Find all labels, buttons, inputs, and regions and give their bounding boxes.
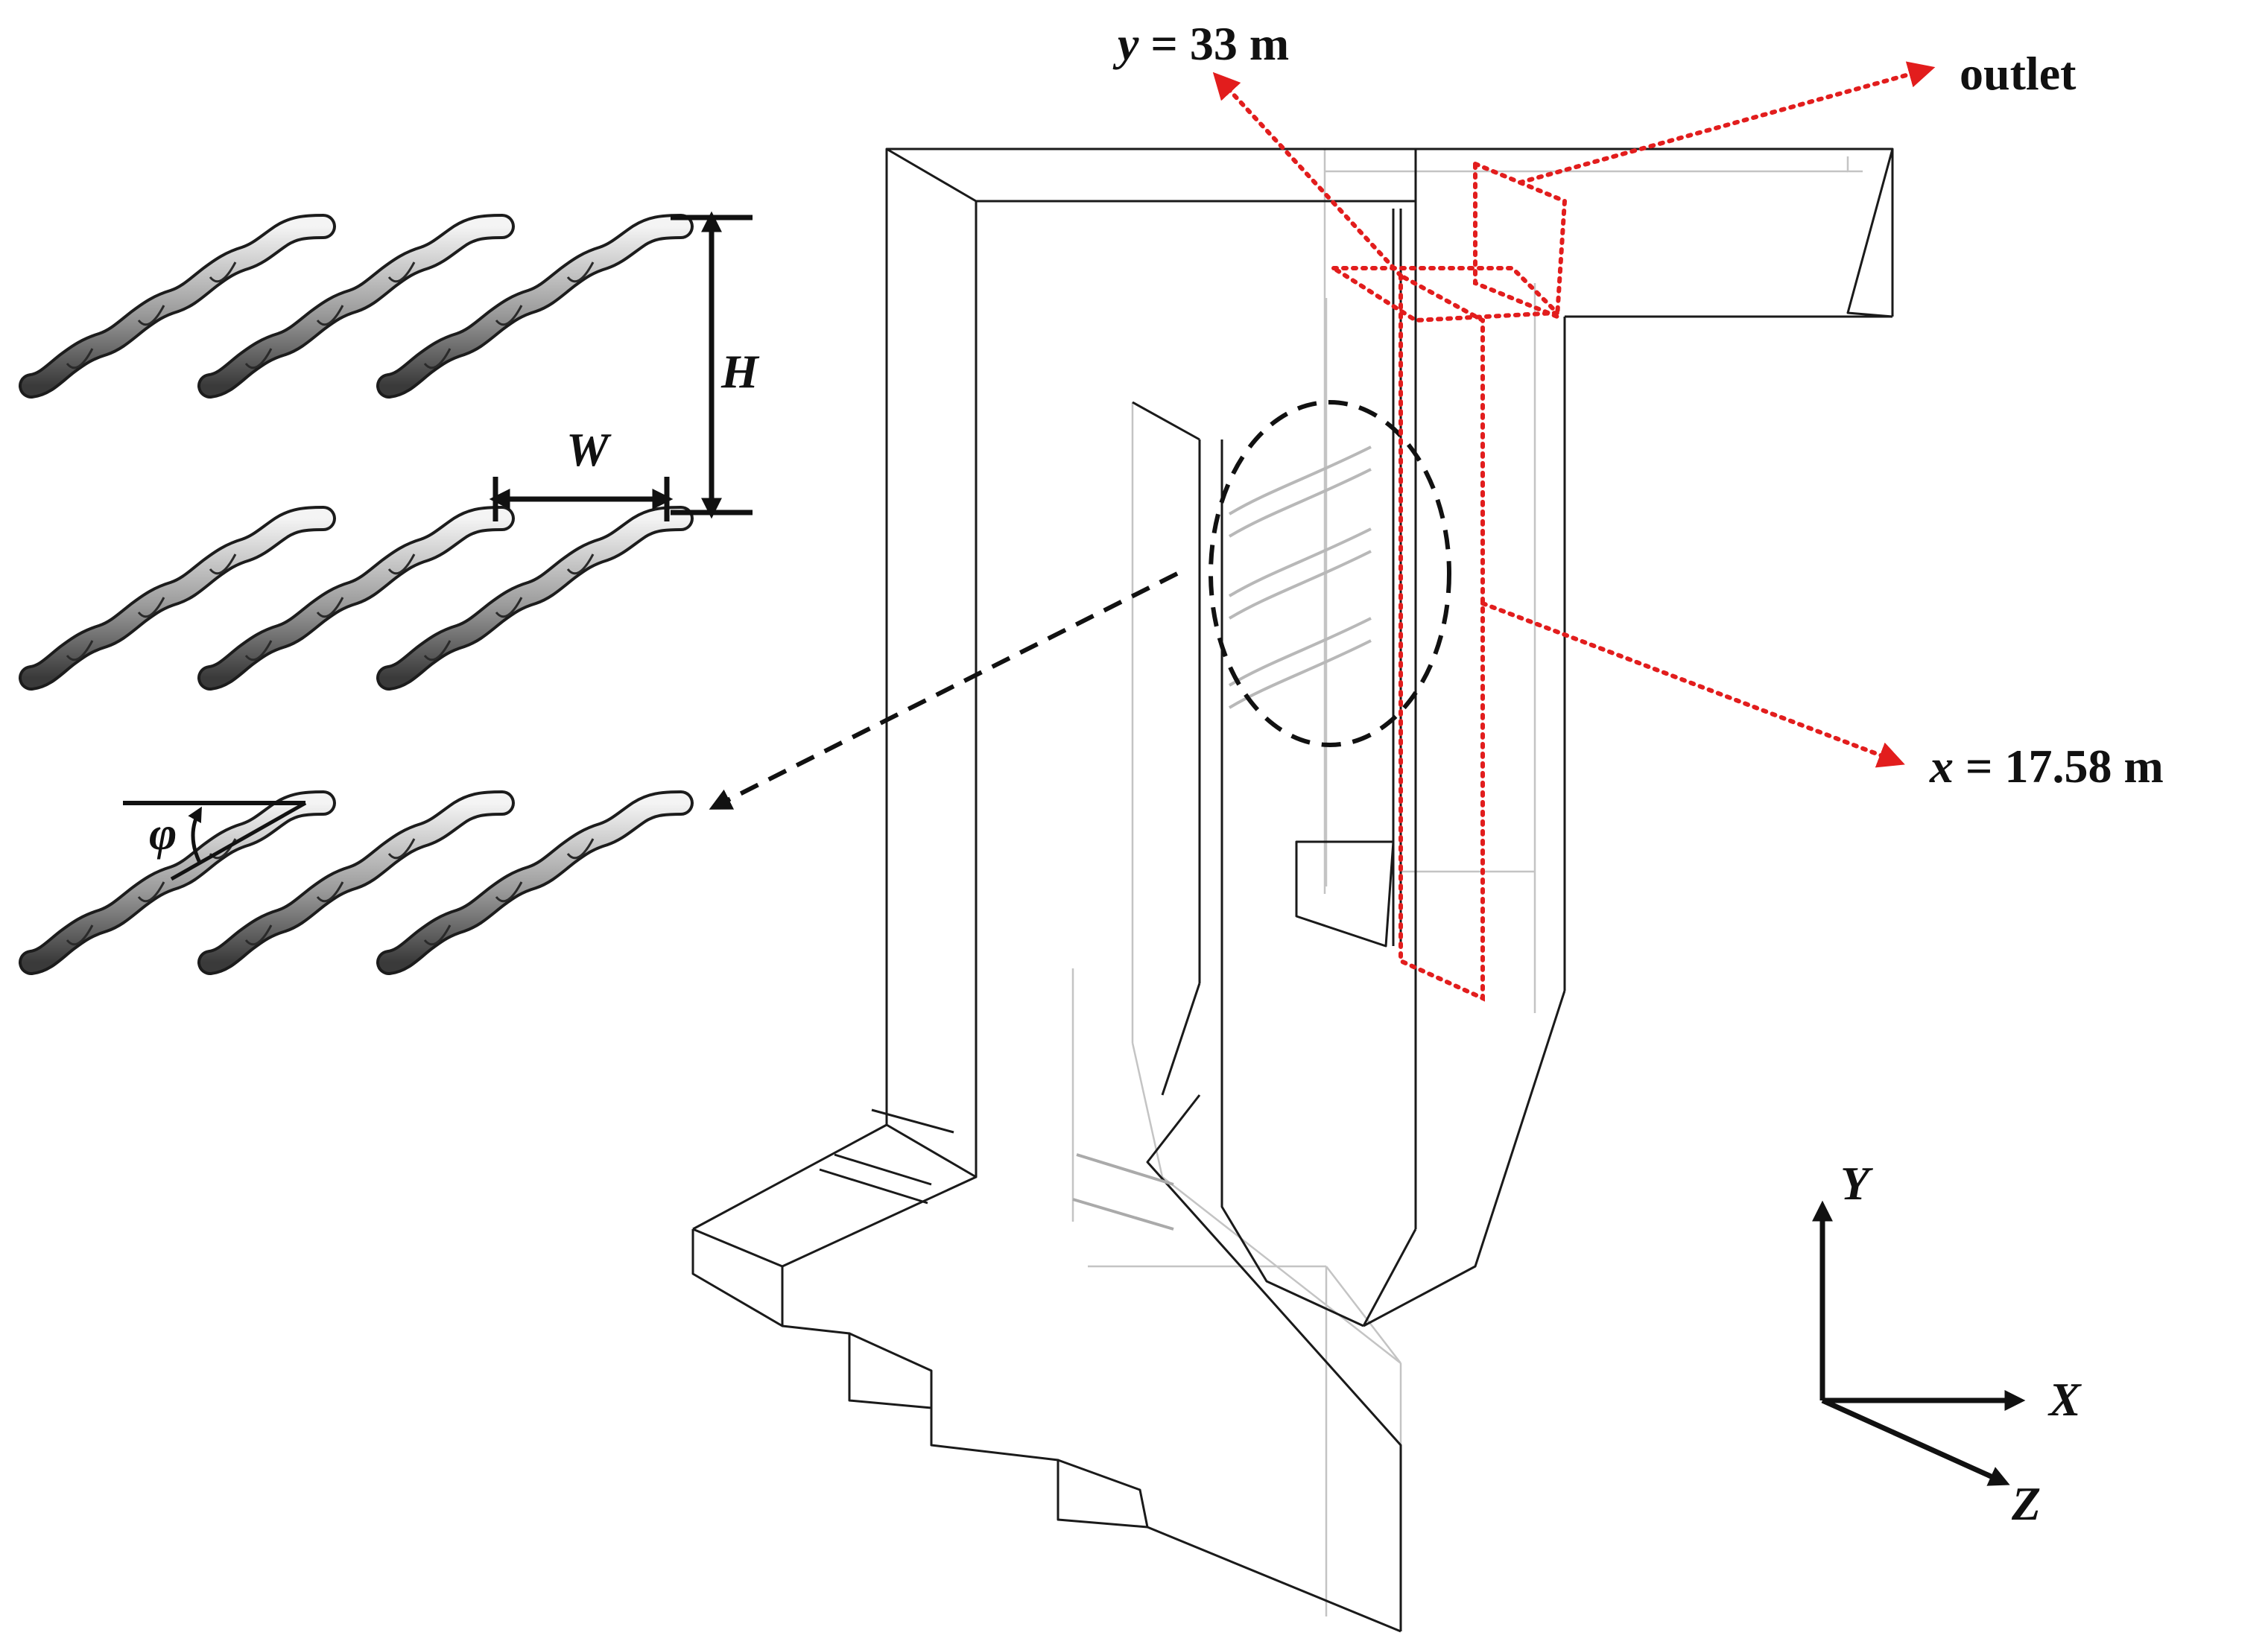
z-axis-label: Z bbox=[2011, 1477, 2041, 1530]
outlet-label: outlet bbox=[1960, 47, 2077, 100]
tube-r3c1 bbox=[31, 803, 323, 962]
x-axis-label: X bbox=[2047, 1373, 2082, 1426]
w-dimension-label: W bbox=[566, 423, 612, 476]
axis-triad bbox=[1812, 1200, 2026, 1486]
tube-bundle-preview bbox=[1072, 445, 1372, 1231]
detail-callout bbox=[709, 400, 1451, 810]
x-plane-label: x = 17.58 m bbox=[1929, 740, 2164, 793]
boiler-model bbox=[691, 147, 1894, 1633]
y-axis-label: Y bbox=[1840, 1157, 1873, 1210]
plane-y33 bbox=[1325, 266, 1562, 323]
callout-arrow bbox=[709, 571, 1179, 810]
tube-array bbox=[31, 226, 681, 962]
y-plane-label: y = 33 m bbox=[1112, 17, 1289, 70]
tube-r2c1 bbox=[31, 518, 323, 678]
zoom-ellipse bbox=[1209, 400, 1451, 747]
dimension-lines bbox=[123, 211, 753, 881]
hidden-edges bbox=[1071, 149, 1863, 1631]
tube-r1c1 bbox=[31, 226, 323, 386]
phi-angle-label: φ bbox=[149, 807, 177, 860]
sample-planes bbox=[1212, 61, 1936, 1002]
plane-x1758 bbox=[1399, 271, 1485, 1002]
plane-outlet bbox=[1473, 160, 1568, 320]
boiler-outline bbox=[691, 147, 1894, 1633]
h-dimension-label: H bbox=[720, 345, 760, 398]
